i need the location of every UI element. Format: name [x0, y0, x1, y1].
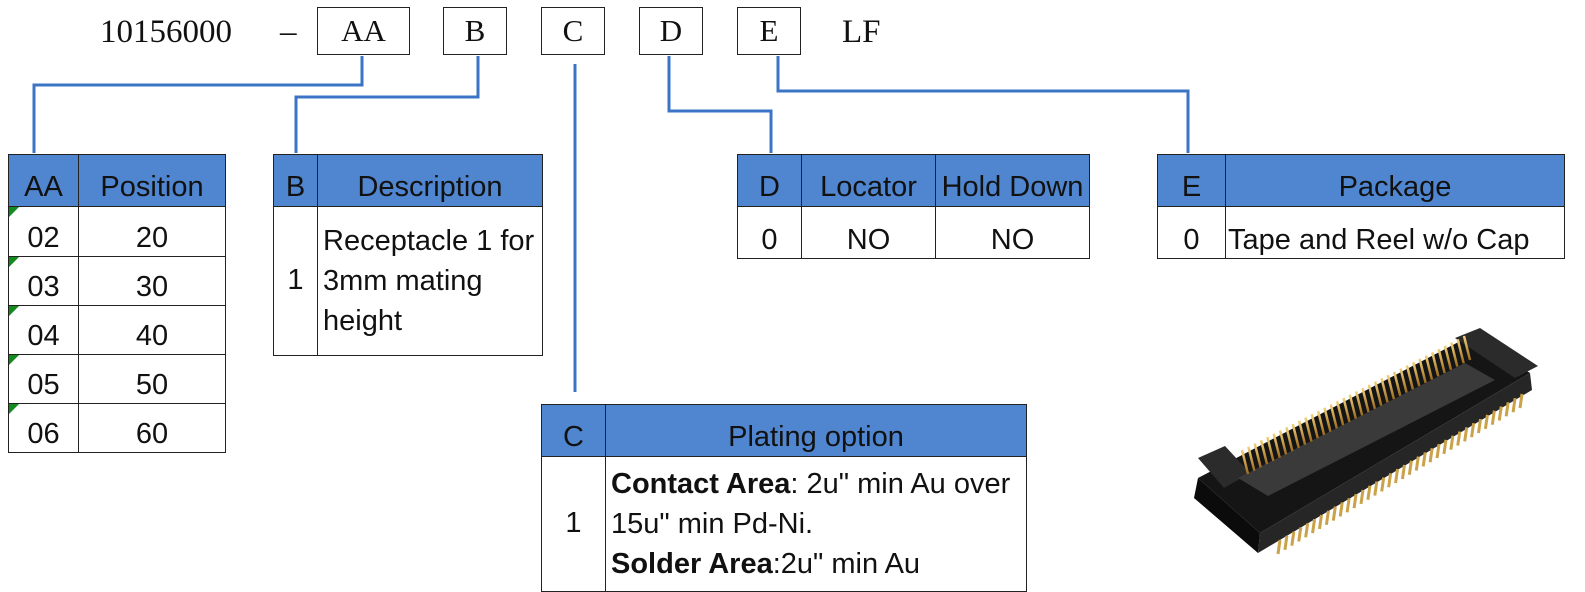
connector-line-aa	[32, 56, 364, 153]
part-field-e: E	[737, 7, 801, 55]
table-row: 05 50	[8, 354, 226, 404]
solder-area-label: Solder Area	[611, 547, 773, 580]
connector-line-d	[667, 56, 773, 153]
cell-aa-code: 04	[8, 305, 79, 355]
table-row: 06 60	[8, 403, 226, 453]
header-e: E	[1157, 154, 1226, 207]
cell-aa-code: 05	[8, 354, 79, 404]
header-d: D	[737, 154, 802, 207]
header-aa: AA	[8, 154, 79, 207]
part-number-prefix: 10156000	[100, 14, 232, 50]
table-row: 02 20	[8, 206, 226, 257]
cell-aa-code: 06	[8, 403, 79, 453]
cell-aa-code: 02	[8, 206, 79, 257]
part-number-dash: –	[280, 14, 297, 50]
table-e-package: E Package 0 Tape and Reel w/o Cap	[1157, 154, 1565, 259]
contact-area-label: Contact Area	[611, 467, 791, 500]
connector-line-b	[294, 56, 480, 153]
table-row: 1 Receptacle 1 for 3mm mating height	[273, 206, 543, 356]
table-row: 1 Contact Area: 2u" min Au over 15u" min…	[541, 456, 1027, 592]
cell-position: 30	[78, 256, 226, 306]
cell-hold-down: NO	[935, 206, 1090, 259]
header-position: Position	[78, 154, 226, 207]
part-field-d: D	[639, 7, 703, 55]
contact-area-text: : 2u" min Au over 15u" min Pd-Ni.	[611, 467, 1011, 540]
table-row: 03 30	[8, 256, 226, 306]
header-package: Package	[1225, 154, 1565, 207]
connector-line-e	[776, 56, 1190, 153]
header-c: C	[541, 404, 606, 457]
table-row: 0 NO NO	[737, 206, 1090, 259]
part-field-aa: AA	[317, 7, 410, 55]
table-c-plating: C Plating option 1 Contact Area: 2u" min…	[541, 404, 1027, 592]
header-hold-down: Hold Down	[935, 154, 1090, 207]
table-row: 04 40	[8, 305, 226, 355]
cell-b-code: 1	[273, 206, 318, 356]
cell-c-code: 1	[541, 456, 606, 592]
table-b-description: B Description 1 Receptacle 1 for 3mm mat…	[273, 154, 543, 356]
part-field-b: B	[443, 7, 507, 55]
cell-d-code: 0	[737, 206, 802, 259]
cell-aa-code: 03	[8, 256, 79, 306]
cell-plating-description: Contact Area: 2u" min Au over 15u" min P…	[605, 456, 1027, 592]
cell-position: 20	[78, 206, 226, 257]
table-aa-position: AA Position 02 20 03 30 04 40 05 50 06 6…	[8, 154, 226, 453]
part-number-suffix: LF	[842, 14, 881, 50]
header-locator: Locator	[801, 154, 936, 207]
connector-product-photo-icon	[1194, 328, 1538, 555]
header-plating-option: Plating option	[605, 404, 1027, 457]
cell-e-code: 0	[1157, 206, 1226, 259]
cell-position: 40	[78, 305, 226, 355]
cell-position: 60	[78, 403, 226, 453]
solder-area-text: :2u" min Au	[772, 547, 921, 580]
header-b: B	[273, 154, 318, 207]
cell-position: 50	[78, 354, 226, 404]
table-d-locator: D Locator Hold Down 0 NO NO	[737, 154, 1090, 259]
cell-description: Receptacle 1 for 3mm mating height	[317, 206, 543, 356]
part-field-c: C	[541, 7, 605, 55]
cell-locator: NO	[801, 206, 936, 259]
table-row: 0 Tape and Reel w/o Cap	[1157, 206, 1565, 259]
header-description: Description	[317, 154, 543, 207]
cell-package: Tape and Reel w/o Cap	[1225, 206, 1565, 259]
